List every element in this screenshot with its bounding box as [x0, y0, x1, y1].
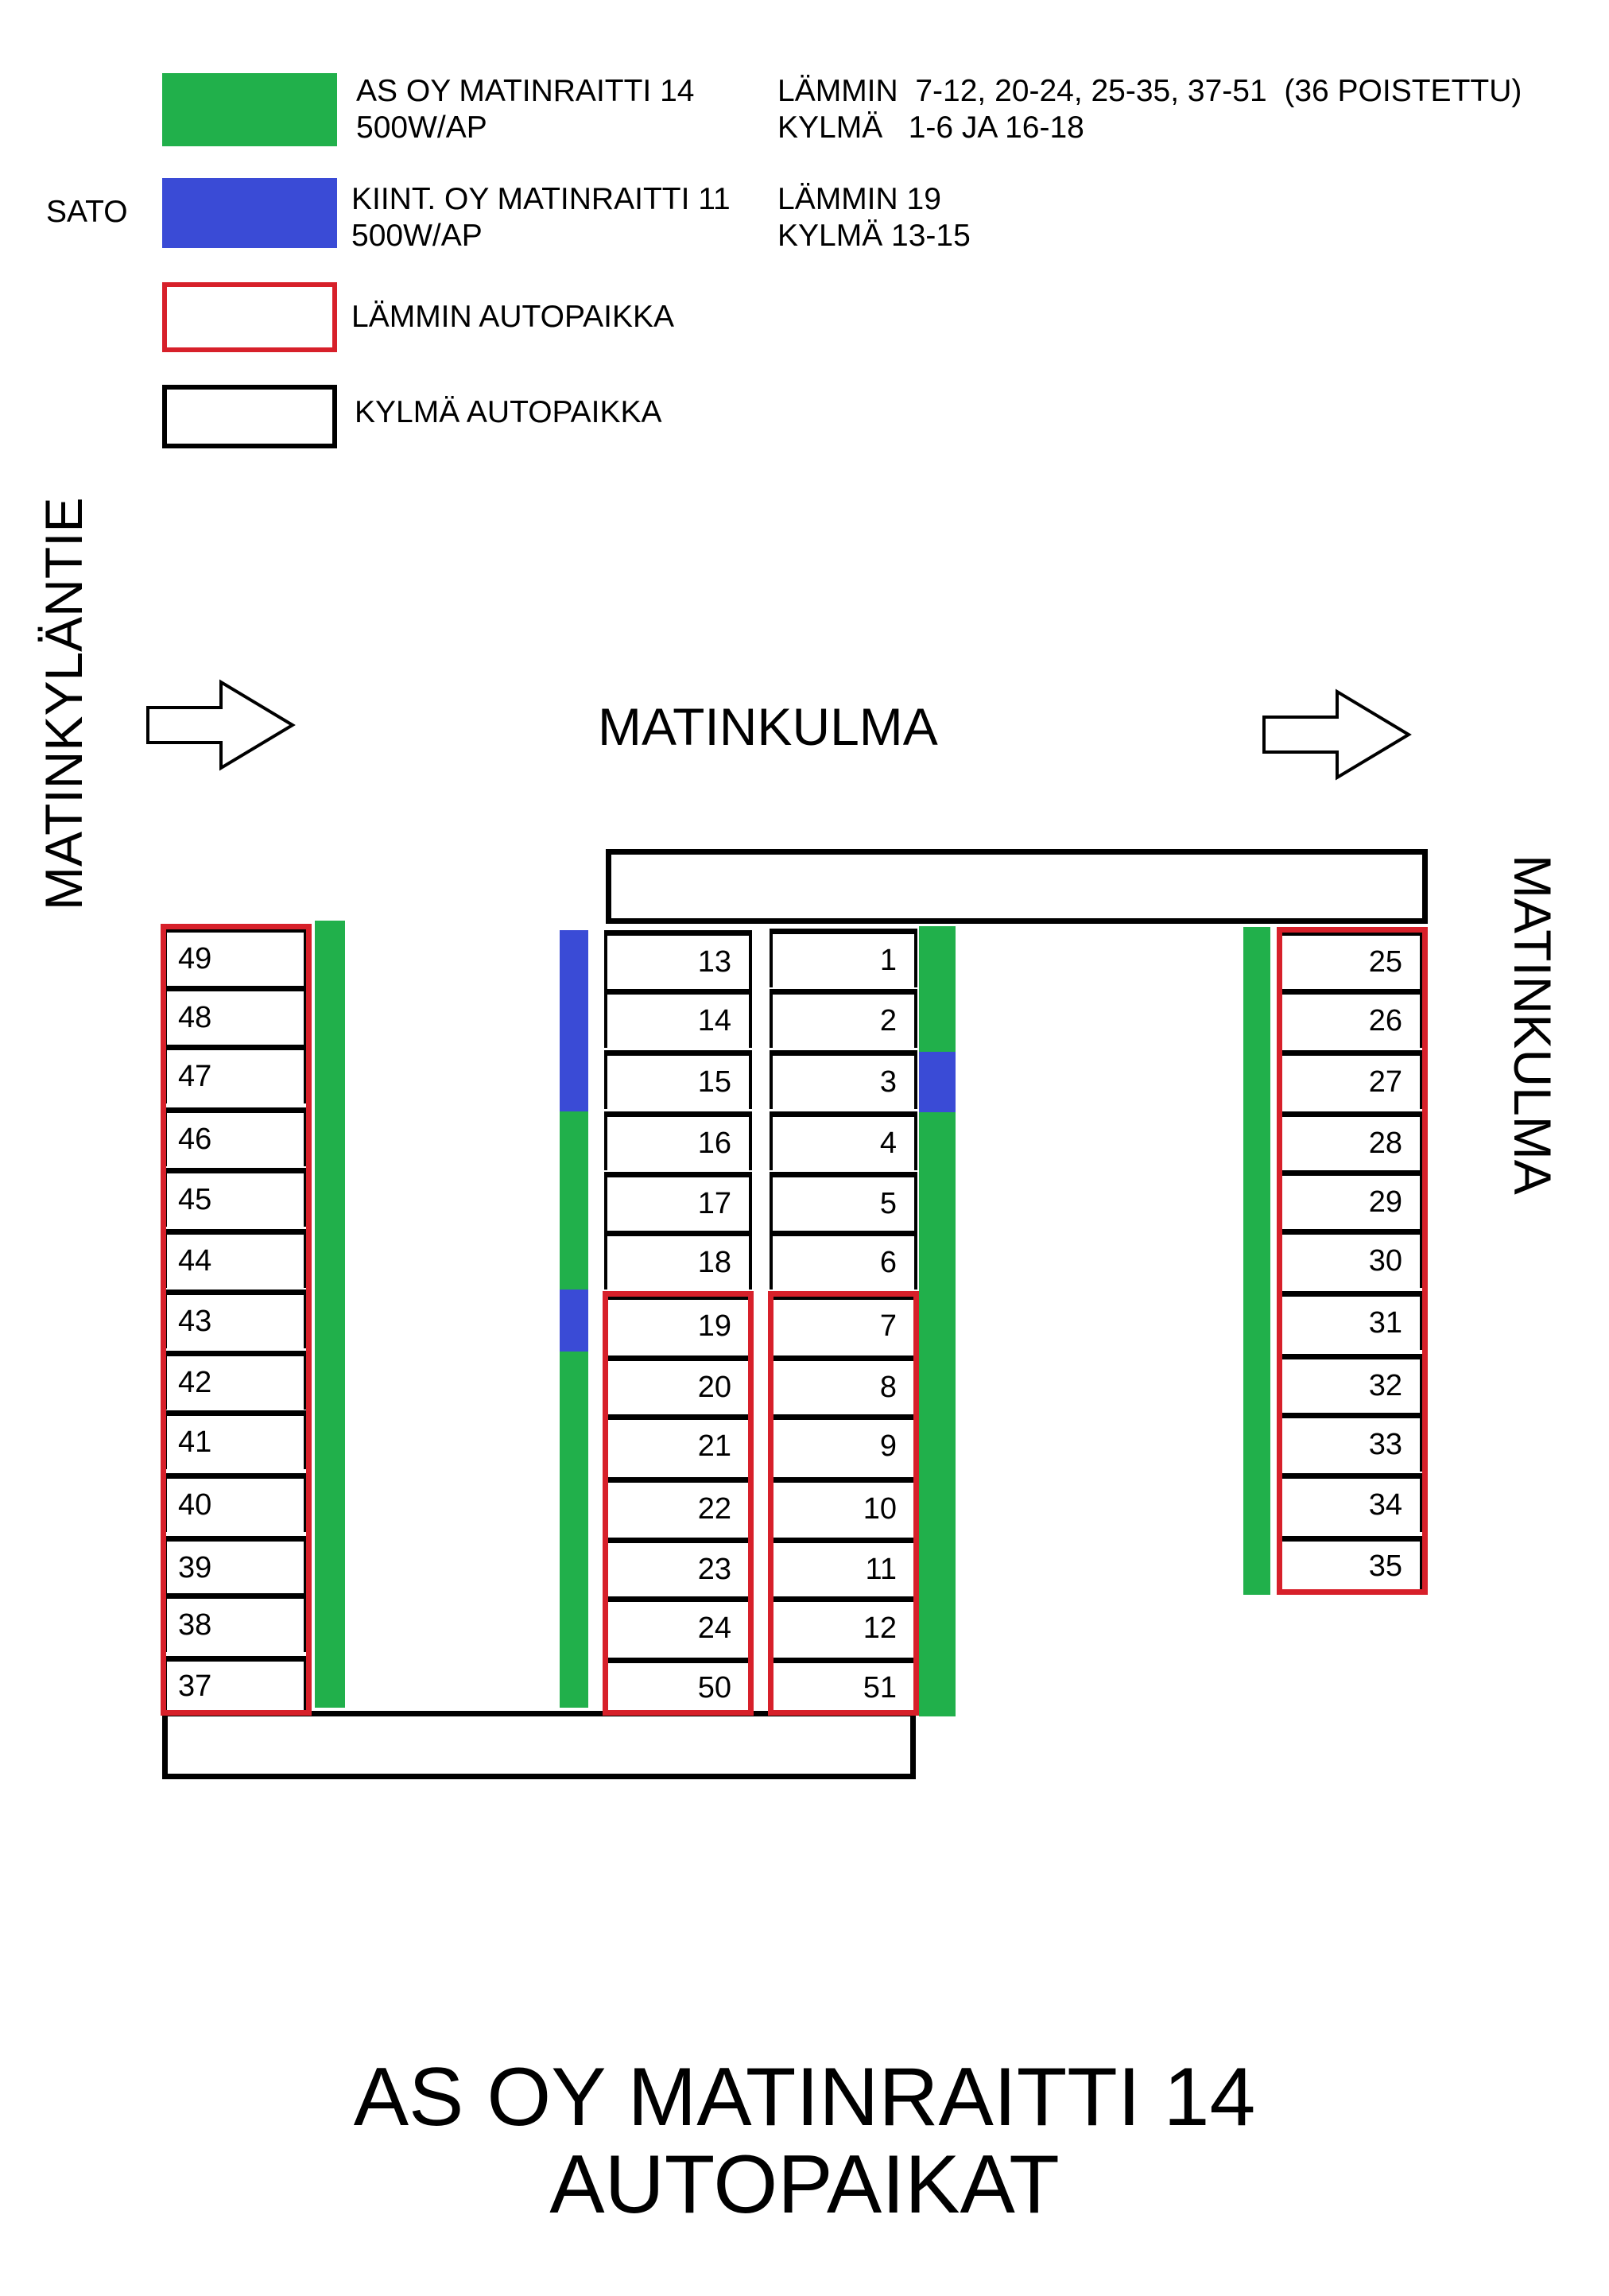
parking-space[interactable]: 38 — [164, 1593, 307, 1652]
parking-space[interactable]: 25 — [1278, 930, 1423, 989]
parking-space[interactable]: 34 — [1278, 1473, 1423, 1532]
parking-space[interactable]: 24 — [604, 1596, 752, 1655]
parking-space[interactable]: 32 — [1278, 1354, 1423, 1413]
legend-info-blue: LÄMMIN 19 KYLMÄ 13-15 — [777, 182, 971, 253]
legend-swatch-green — [162, 73, 337, 146]
parking-space[interactable]: 48 — [164, 986, 307, 1045]
parking-space[interactable]: 29 — [1278, 1170, 1423, 1229]
parking-space[interactable]: 23 — [604, 1538, 752, 1596]
parking-space[interactable]: 6 — [770, 1231, 917, 1290]
parking-space[interactable]: 47 — [164, 1045, 307, 1103]
parking-space[interactable]: 13 — [604, 930, 752, 989]
parking-space[interactable]: 37 — [164, 1656, 307, 1712]
parking-space[interactable]: 35 — [1278, 1536, 1423, 1592]
parking-space[interactable]: 7 — [770, 1294, 917, 1353]
page-subtitle: AUTOPAIKAT — [549, 2139, 1060, 2231]
parking-space[interactable]: 8 — [770, 1355, 917, 1414]
parking-space[interactable]: 9 — [770, 1414, 917, 1473]
parking-space[interactable]: 41 — [164, 1410, 307, 1469]
parking-space[interactable]: 39 — [164, 1536, 307, 1595]
legend-swatch-blue — [162, 178, 337, 248]
power-bar-blue — [919, 1052, 956, 1112]
legend-label-warm: LÄMMIN AUTOPAIKKA — [351, 300, 674, 334]
legend-label-green: AS OY MATINRAITTI 14 500W/AP — [356, 74, 695, 145]
parking-space[interactable]: 22 — [604, 1477, 752, 1536]
parking-space[interactable]: 51 — [770, 1658, 917, 1713]
power-bar-green — [560, 1352, 588, 1708]
power-bar-green — [315, 921, 345, 1708]
legend-sato-label: SATO — [46, 195, 128, 229]
parking-space[interactable]: 14 — [604, 989, 752, 1048]
parking-space[interactable]: 19 — [604, 1294, 752, 1353]
parking-space[interactable]: 30 — [1278, 1229, 1423, 1288]
parking-space[interactable]: 28 — [1278, 1111, 1423, 1170]
parking-space[interactable]: 49 — [164, 927, 307, 986]
parking-space[interactable]: 17 — [604, 1172, 752, 1231]
power-bar-green — [1243, 927, 1270, 1595]
parking-space[interactable]: 31 — [1278, 1291, 1423, 1350]
arrow-right-icon — [146, 679, 296, 771]
parking-space[interactable]: 45 — [164, 1168, 307, 1227]
legend-info-green: LÄMMIN 7-12, 20-24, 25-35, 37-51 (36 POI… — [777, 74, 1522, 145]
power-bar-green — [919, 926, 956, 1052]
power-bar-blue — [560, 1290, 588, 1352]
parking-space[interactable]: 42 — [164, 1351, 307, 1410]
parking-space[interactable]: 12 — [770, 1596, 917, 1655]
parking-space[interactable]: 1 — [770, 929, 917, 987]
page-title: AS OY MATINRAITTI 14 — [353, 2051, 1256, 2143]
legend-label-cold: KYLMÄ AUTOPAIKKA — [355, 395, 662, 429]
parking-space[interactable]: 50 — [604, 1658, 752, 1713]
street-label-matinkylantie: MATINKYLÄNTIE — [34, 497, 93, 910]
power-bar-green — [919, 1112, 956, 1716]
parking-space[interactable]: 2 — [770, 989, 917, 1048]
parking-space[interactable]: 44 — [164, 1229, 307, 1288]
legend-label-blue: KIINT. OY MATINRAITTI 11 500W/AP — [351, 182, 731, 253]
power-bar-blue — [560, 930, 588, 1111]
parking-space[interactable]: 11 — [770, 1538, 917, 1596]
parking-space[interactable]: 20 — [604, 1355, 752, 1414]
road-strip-top — [606, 849, 1428, 924]
parking-space[interactable]: 4 — [770, 1111, 917, 1170]
parking-space[interactable]: 3 — [770, 1050, 917, 1109]
parking-space[interactable]: 21 — [604, 1414, 752, 1473]
parking-space[interactable]: 15 — [604, 1050, 752, 1109]
legend-swatch-cold — [162, 385, 337, 448]
parking-space[interactable]: 43 — [164, 1290, 307, 1348]
power-bar-green — [560, 1111, 588, 1290]
parking-space[interactable]: 40 — [164, 1473, 307, 1532]
parking-space[interactable]: 5 — [770, 1172, 917, 1231]
street-label-matinkulma-top: MATINKULMA — [598, 697, 938, 756]
legend-swatch-warm — [162, 282, 337, 352]
road-strip-bottom — [162, 1711, 916, 1779]
parking-space[interactable]: 26 — [1278, 989, 1423, 1048]
arrow-right-icon — [1262, 688, 1412, 781]
parking-space[interactable]: 18 — [604, 1231, 752, 1290]
parking-space[interactable]: 46 — [164, 1107, 307, 1166]
parking-space[interactable]: 33 — [1278, 1413, 1423, 1472]
parking-space[interactable]: 16 — [604, 1111, 752, 1170]
parking-space[interactable]: 10 — [770, 1477, 917, 1536]
parking-space[interactable]: 27 — [1278, 1050, 1423, 1109]
street-label-matinkulma-right: MATINKULMA — [1503, 855, 1562, 1195]
